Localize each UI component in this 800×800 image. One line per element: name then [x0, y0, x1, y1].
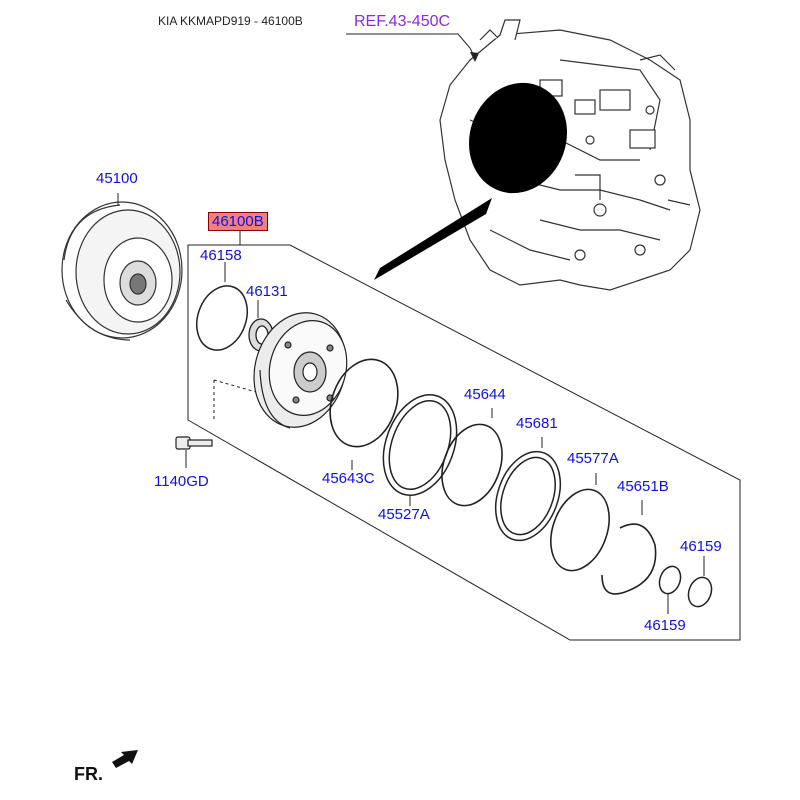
part-label-1140GD[interactable]: 1140GD	[154, 473, 209, 490]
snap-ring-45651B	[601, 523, 657, 595]
front-indicator-label: FR.	[74, 764, 103, 784]
reference-leader-wedge	[374, 198, 492, 280]
part-label-45644[interactable]: 45644	[464, 386, 506, 403]
part-label-46158[interactable]: 46158	[200, 247, 242, 264]
part-label-45643C[interactable]: 45643C	[322, 470, 375, 487]
bolt-guide-line	[213, 379, 257, 420]
front-arrow-icon	[112, 750, 138, 768]
ring-45681	[494, 450, 562, 542]
reference-label[interactable]: REF.43-450C	[354, 13, 451, 30]
torque-converter	[61, 201, 183, 341]
part-label-46159-bottom[interactable]: 46159	[644, 617, 686, 634]
oil-pump	[253, 312, 348, 429]
part-label-45527A[interactable]: 45527A	[378, 506, 430, 523]
part-label-46131[interactable]: 46131	[246, 283, 288, 300]
pump-opening-mark	[468, 82, 568, 194]
ring-45577A	[550, 488, 610, 572]
part-label-46159-top[interactable]: 46159	[680, 538, 722, 555]
part-label-45651B[interactable]: 45651B	[617, 478, 669, 495]
diagram-header: KIA KKMAPD919 - 46100B	[158, 14, 303, 28]
ring-45644	[441, 423, 503, 507]
assembly-outline	[187, 244, 741, 641]
bolt-1140GD	[175, 436, 213, 450]
part-label-45681[interactable]: 45681	[516, 415, 558, 432]
part-label-46100B[interactable]: 46100B	[208, 212, 268, 231]
reference-leader-line	[346, 33, 476, 59]
part-label-45577A[interactable]: 45577A	[567, 450, 619, 467]
ring-45527A	[382, 394, 458, 496]
o-ring-46158	[196, 285, 248, 351]
ring-46159-small	[658, 565, 682, 595]
ring-46159-end	[687, 576, 713, 608]
ring-45643C	[329, 358, 399, 448]
part-label-45100[interactable]: 45100	[96, 170, 138, 187]
